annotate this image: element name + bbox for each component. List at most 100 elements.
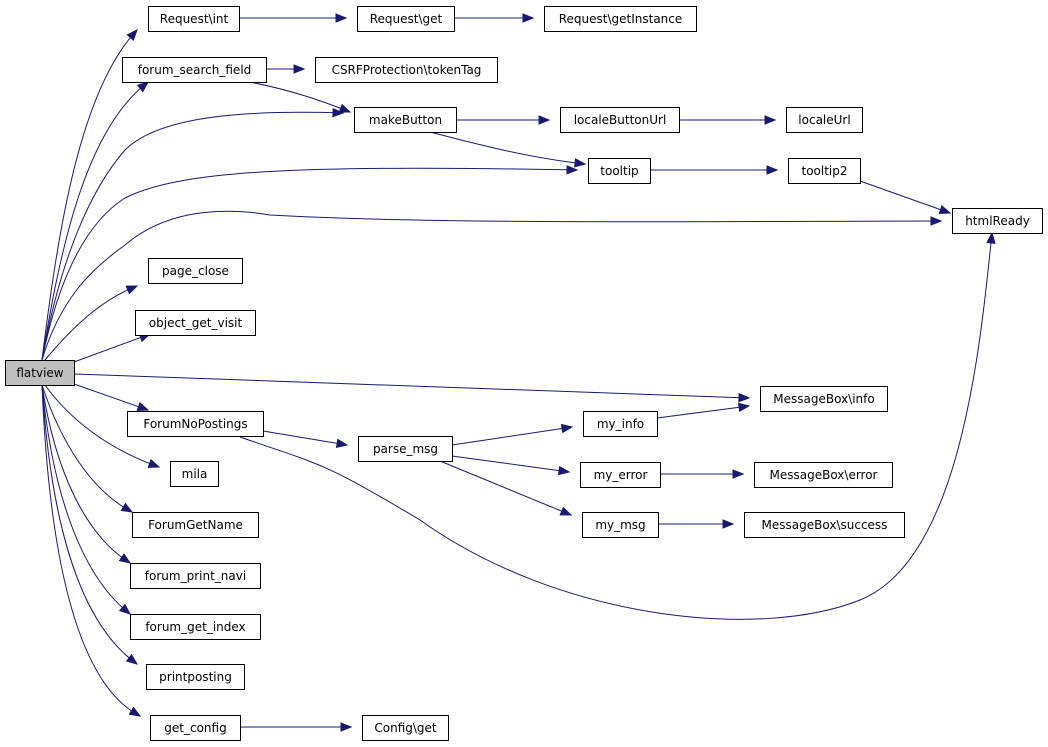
node-get-config[interactable]: get_config bbox=[150, 715, 241, 741]
edge-request_int-to-request_get bbox=[240, 13, 348, 23]
edge-get_config-to-config_get bbox=[240, 722, 353, 732]
node-box bbox=[788, 158, 861, 184]
node-forumgetname[interactable]: ForumGetName bbox=[132, 512, 259, 538]
node-request-int[interactable]: Request\int bbox=[148, 6, 240, 32]
node-messagebox-info[interactable]: MessageBox\info bbox=[760, 386, 888, 412]
edge-my_info-to-messagebox_info bbox=[656, 402, 751, 419]
arrowhead bbox=[538, 115, 551, 125]
node-messagebox-error[interactable]: MessageBox\error bbox=[754, 462, 893, 488]
edge-flatview-to-request_int bbox=[41, 28, 138, 361]
arrowhead bbox=[335, 438, 349, 448]
node-htmlready[interactable]: htmlReady bbox=[952, 208, 1043, 234]
node-label: page_close bbox=[162, 264, 229, 278]
edge-flatview-to-forumnopostings bbox=[73, 383, 150, 411]
edge-line bbox=[44, 384, 160, 468]
node-label: tooltip2 bbox=[801, 164, 847, 178]
node-parse-msg[interactable]: parse_msg bbox=[358, 436, 453, 462]
node-box bbox=[786, 107, 863, 133]
edge-line bbox=[41, 29, 138, 361]
node-label: Config\get bbox=[374, 721, 437, 735]
node-tooltip[interactable]: tooltip bbox=[588, 158, 651, 184]
node-forum-search-field[interactable]: forum_search_field bbox=[122, 57, 267, 83]
node-box bbox=[362, 715, 449, 741]
node-forum-print-navi[interactable]: forum_print_navi bbox=[130, 563, 261, 589]
node-forumnopostings[interactable]: ForumNoPostings bbox=[127, 411, 264, 437]
node-makebutton[interactable]: makeButton bbox=[354, 107, 457, 133]
edge-line bbox=[249, 81, 351, 113]
edge-my_msg-to-messagebox_success bbox=[658, 519, 735, 529]
edge-line bbox=[41, 111, 344, 361]
arrowhead bbox=[722, 519, 735, 529]
edge-flatview-to-object_get_visit bbox=[73, 333, 152, 363]
node-flatview[interactable]: flatview bbox=[5, 360, 75, 386]
edge-line bbox=[41, 384, 141, 717]
arrowhead bbox=[118, 603, 132, 615]
node-box bbox=[580, 462, 661, 488]
node-label: object_get_visit bbox=[149, 316, 243, 330]
node-label: ForumGetName bbox=[148, 518, 243, 532]
node-printposting[interactable]: printposting bbox=[146, 664, 245, 690]
node-label: htmlReady bbox=[965, 214, 1030, 228]
node-box bbox=[148, 6, 240, 32]
arrowhead bbox=[732, 469, 745, 479]
edge-flatview-to-page_close bbox=[44, 285, 139, 361]
node-label: my_msg bbox=[595, 518, 645, 532]
node-box bbox=[148, 258, 243, 284]
node-box bbox=[122, 57, 267, 83]
node-label: Request\int bbox=[160, 12, 229, 26]
node-my-msg[interactable]: my_msg bbox=[582, 512, 659, 538]
edge-line bbox=[451, 426, 573, 446]
edge-flatview-to-forum_search_field bbox=[41, 81, 150, 361]
edge-flatview-to-htmlready bbox=[41, 210, 943, 361]
node-my-info[interactable]: my_info bbox=[583, 411, 658, 437]
node-messagebox-success[interactable]: MessageBox\success bbox=[744, 512, 905, 538]
arrowhead bbox=[332, 107, 345, 118]
node-localebuttonurl[interactable]: localeButtonUrl bbox=[560, 107, 680, 133]
arrowhead bbox=[338, 103, 352, 113]
node-csrf-tokentag[interactable]: CSRFProtection\tokenTag bbox=[315, 57, 498, 83]
arrowhead bbox=[340, 722, 353, 732]
node-page-close[interactable]: page_close bbox=[148, 258, 243, 284]
edge-line bbox=[656, 405, 750, 419]
edge-line bbox=[451, 455, 570, 473]
node-box bbox=[170, 461, 219, 487]
node-localeurl[interactable]: localeUrl bbox=[786, 107, 863, 133]
edge-my_error-to-messagebox_error bbox=[660, 469, 745, 479]
arrowhead bbox=[930, 216, 943, 226]
edge-parse_msg-to-my_error bbox=[451, 455, 571, 476]
arrowhead bbox=[557, 465, 571, 476]
node-label: my_info bbox=[597, 417, 644, 431]
node-object-get-visit[interactable]: object_get_visit bbox=[135, 310, 256, 336]
edge-flatview-to-printposting bbox=[41, 384, 139, 665]
arrowhead bbox=[125, 653, 139, 665]
node-request-getinstance[interactable]: Request\getInstance bbox=[544, 6, 697, 32]
node-tooltip2[interactable]: tooltip2 bbox=[788, 158, 861, 184]
node-label: MessageBox\success bbox=[762, 518, 888, 532]
arrowhead bbox=[574, 158, 587, 168]
edge-makebutton-to-localebuttonurl bbox=[456, 115, 551, 125]
node-box bbox=[952, 208, 1043, 234]
arrowhead bbox=[738, 392, 751, 403]
node-box bbox=[135, 310, 256, 336]
node-mila[interactable]: mila bbox=[170, 461, 219, 487]
node-box bbox=[146, 664, 245, 690]
node-label: forum_get_index bbox=[145, 620, 245, 634]
node-label: printposting bbox=[159, 670, 232, 684]
node-config-get[interactable]: Config\get bbox=[362, 715, 449, 741]
edge-flatview-to-forum_get_index bbox=[41, 384, 132, 615]
arrowhead bbox=[764, 115, 777, 125]
node-label: MessageBox\error bbox=[770, 468, 878, 482]
edge-flatview-to-forumgetname bbox=[41, 384, 134, 513]
node-request-get[interactable]: Request\get bbox=[357, 6, 455, 32]
arrowhead bbox=[938, 205, 952, 214]
edge-forumnopostings-to-htmlready bbox=[239, 231, 996, 620]
node-box bbox=[754, 462, 893, 488]
node-my-error[interactable]: my_error bbox=[580, 462, 661, 488]
edge-localebuttonurl-to-localeurl bbox=[680, 115, 777, 125]
arrowhead bbox=[147, 458, 161, 468]
edge-line bbox=[41, 167, 578, 361]
node-forum-get-index[interactable]: forum_get_index bbox=[130, 614, 261, 640]
node-box bbox=[127, 411, 264, 437]
node-label: tooltip bbox=[600, 164, 638, 178]
edge-forumnopostings-to-parse_msg bbox=[262, 430, 349, 448]
